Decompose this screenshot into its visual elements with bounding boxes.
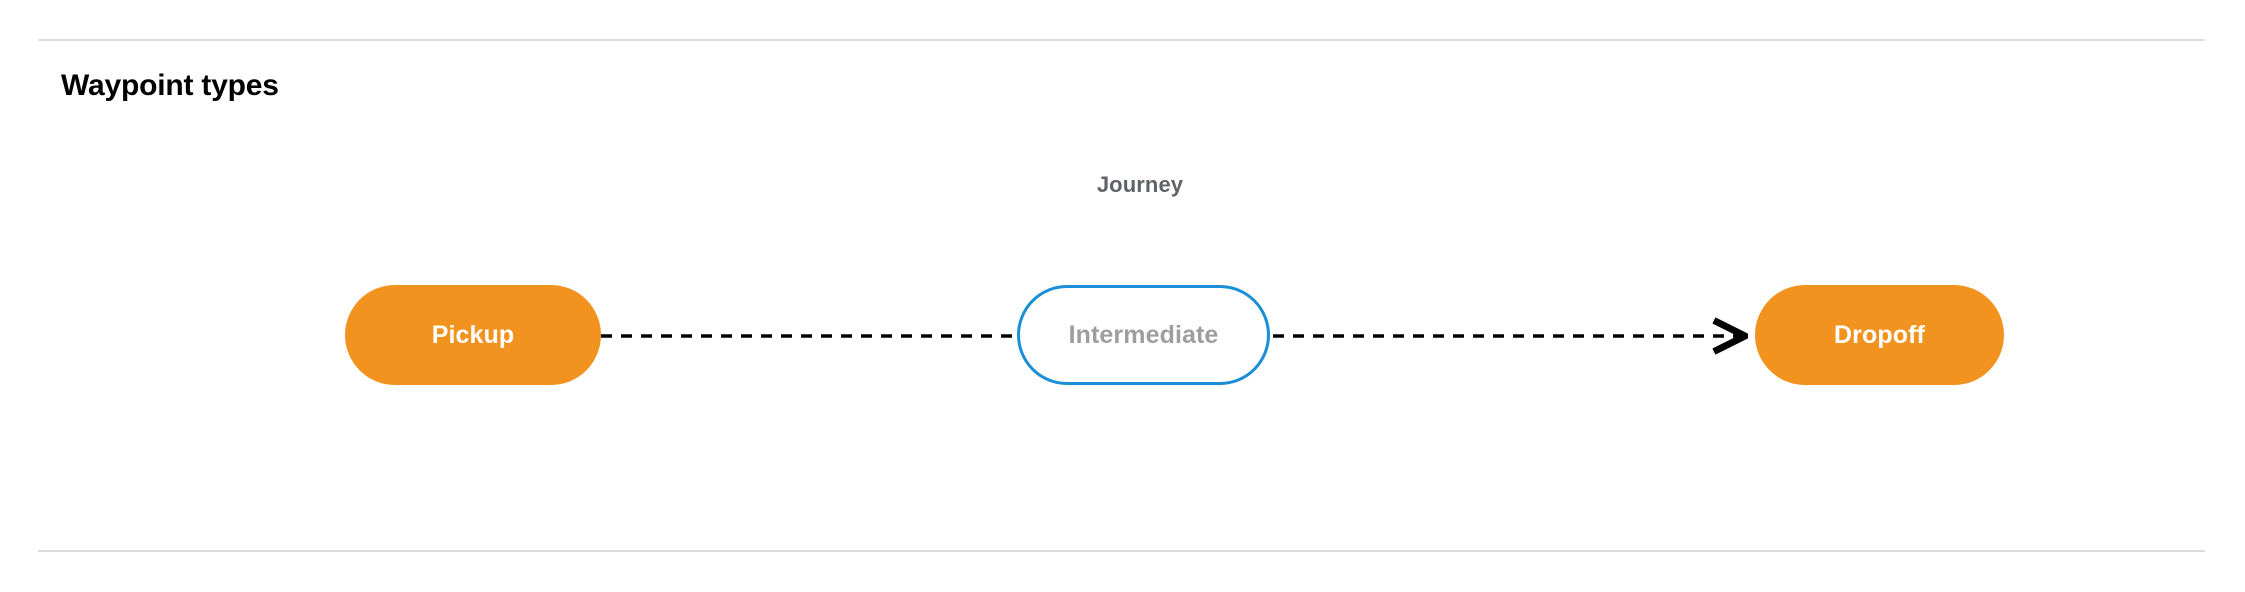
page-title: Waypoint types — [61, 69, 279, 102]
node-label-intermediate: Intermediate — [1068, 320, 1219, 349]
section-divider-bottom — [38, 550, 2205, 552]
node-label-dropoff: Dropoff — [1834, 320, 1925, 349]
diagram-node-pickup[interactable]: Pickup — [345, 285, 601, 385]
diagram-node-dropoff[interactable]: Dropoff — [1755, 285, 2004, 385]
diagram-node-intermediate[interactable]: Intermediate — [1017, 285, 1270, 385]
node-label-pickup: Pickup — [431, 320, 515, 349]
journey-group-label: Journey — [1096, 172, 1184, 197]
section-divider-top — [38, 39, 2205, 41]
